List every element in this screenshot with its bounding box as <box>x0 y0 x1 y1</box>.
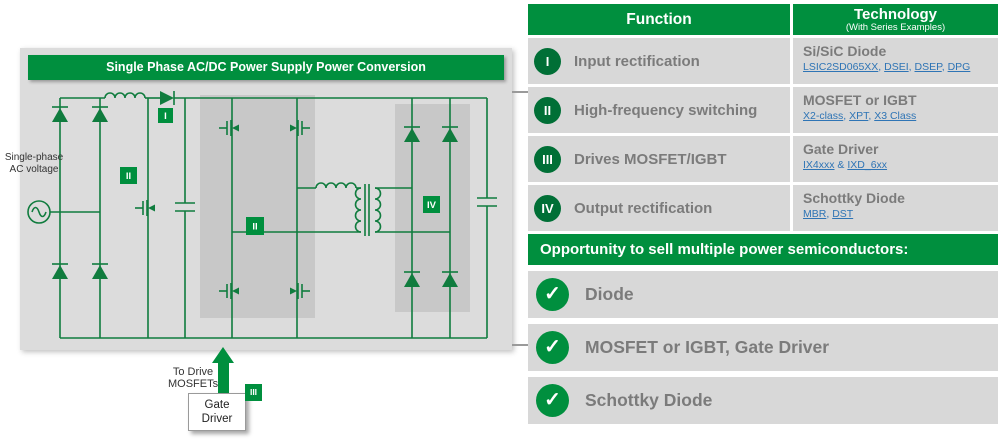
badge-gate-driver: III <box>245 384 262 401</box>
svg-text:II: II <box>252 222 257 233</box>
table-row: IV Output rectification Schottky Diode M… <box>528 185 998 231</box>
series-link[interactable]: DSEI <box>884 61 909 73</box>
ac-voltage-label: Single-phase AC voltage <box>4 152 64 175</box>
bus-capacitor <box>175 98 195 338</box>
circuit-panel: I II II IV Single Phase AC/DC Power Supp… <box>20 48 512 350</box>
opportunity-label: Schottky Diode <box>585 390 713 410</box>
circuit-diagram: I II II IV <box>27 91 497 339</box>
technology-label: Si/SiC Diode <box>803 43 887 59</box>
svg-text:IV: IV <box>427 200 437 211</box>
series-link[interactable]: X2-class <box>803 110 844 122</box>
series-link[interactable]: DSEP <box>914 61 942 73</box>
badge-boost-switch: II <box>120 167 137 184</box>
function-label: Drives MOSFET/IGBT <box>574 150 727 168</box>
opportunity-item: ✓ Schottky Diode <box>528 377 998 424</box>
up-arrow-shaft <box>218 362 229 393</box>
transformer-primary <box>354 187 362 233</box>
boost-inductor <box>104 92 146 99</box>
opportunity-label: Diode <box>585 284 634 304</box>
diagram-title: Single Phase AC/DC Power Supply Power Co… <box>28 55 504 80</box>
ac-source-icon <box>27 200 51 224</box>
function-label: Input rectification <box>574 52 700 70</box>
numeral-badge: II <box>534 96 561 124</box>
function-column-header: Function <box>528 4 790 35</box>
transformer-secondary <box>374 187 382 233</box>
series-links: IX4xxx & IXD_6xx <box>803 159 888 171</box>
opportunity-banner: Opportunity to sell multiple power semic… <box>528 234 998 265</box>
circuit-wires <box>50 92 497 339</box>
series-link[interactable]: DPG <box>947 61 971 73</box>
svg-text:II: II <box>126 171 131 182</box>
boost-diode-icon <box>160 91 175 105</box>
table-header: Function Technology (With Series Example… <box>528 4 998 35</box>
series-link[interactable]: LSIC2SD065XX <box>803 61 879 73</box>
diode-icon <box>91 263 109 280</box>
table-row: I Input rectification Si/SiC Diode LSIC2… <box>528 38 998 84</box>
technology-label: Gate Driver <box>803 141 879 157</box>
connector-line <box>512 91 528 93</box>
numeral-badge: III <box>534 145 561 173</box>
series-links: X2-class, XPT, X3 Class <box>803 110 917 122</box>
table-row: III Drives MOSFET/IGBT Gate Driver IX4xx… <box>528 136 998 182</box>
function-label: Output rectification <box>574 199 713 217</box>
opportunity-item: ✓ Diode <box>528 271 998 318</box>
technology-column-header: Technology (With Series Examples) <box>793 4 998 35</box>
check-icon: ✓ <box>536 331 569 364</box>
technology-label: Schottky Diode <box>803 190 905 206</box>
diode-icon <box>51 263 69 280</box>
table-row: II High-frequency switching MOSFET or IG… <box>528 87 998 133</box>
transformer-core <box>364 184 370 236</box>
badge-bridge-switching: II <box>246 217 264 235</box>
diode-icon <box>91 106 109 123</box>
function-label: High-frequency switching <box>574 101 758 119</box>
numeral-badge: I <box>534 47 561 75</box>
svg-text:I: I <box>164 111 167 122</box>
series-link[interactable]: IX4xxx <box>803 159 835 171</box>
series-link[interactable]: XPT <box>849 110 869 122</box>
numeral-badge: IV <box>534 194 561 222</box>
function-technology-table: Function Technology (With Series Example… <box>528 4 998 430</box>
drive-mosfets-label: To Drive MOSFETs <box>168 366 219 391</box>
opportunity-label: MOSFET or IGBT, Gate Driver <box>585 337 830 357</box>
series-links: LSIC2SD065XX, DSEI, DSEP, DPG <box>803 61 971 73</box>
check-icon: ✓ <box>536 384 569 417</box>
badge-output-rectification: IV <box>423 196 440 213</box>
series-links: MBR, DST <box>803 208 854 220</box>
up-arrow-icon <box>212 347 234 363</box>
series-inductor <box>315 182 357 189</box>
connector-line <box>512 344 528 346</box>
opportunity-item: ✓ MOSFET or IGBT, Gate Driver <box>528 324 998 371</box>
series-link[interactable]: MBR <box>803 208 827 220</box>
check-icon: ✓ <box>536 278 569 311</box>
mosfet-icon <box>134 199 156 217</box>
technology-label: MOSFET or IGBT <box>803 92 917 108</box>
output-capacitor <box>477 98 497 338</box>
series-link[interactable]: DST <box>832 208 854 220</box>
full-bridge-box <box>200 95 315 318</box>
series-link[interactable]: X3 Class <box>874 110 917 122</box>
gate-driver-box: Gate Driver <box>188 393 246 431</box>
series-link[interactable]: IXD_6xx <box>847 159 888 171</box>
badge-input-rectification: I <box>158 108 173 123</box>
diode-icon <box>51 106 69 123</box>
